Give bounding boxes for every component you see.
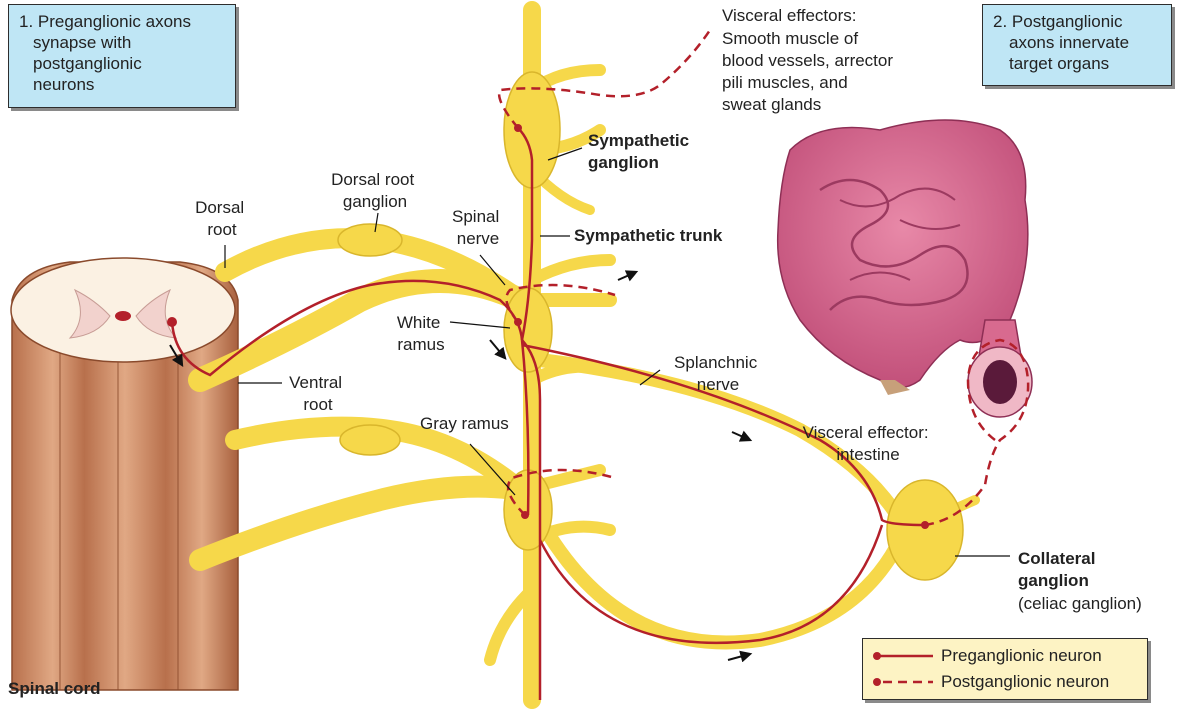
spinal-cord xyxy=(10,257,239,691)
callout-step2-line: 2. Postganglionic xyxy=(993,12,1123,31)
legend: Preganglionic neuron Postganglionic neur… xyxy=(862,638,1148,700)
legend-label-preganglionic: Preganglionic neuron xyxy=(941,646,1102,665)
label-spinal-nerve: Spinal nerve xyxy=(452,207,504,248)
dashed-line-icon xyxy=(873,678,933,686)
label-ventral-root: Ventral root xyxy=(289,373,347,414)
callout-step2: 2. Postganglionic axons innervate target… xyxy=(982,4,1172,86)
label-dorsal-root: Dorsal root xyxy=(195,198,249,239)
solid-line-icon xyxy=(873,652,933,660)
legend-label-postganglionic: Postganglionic neuron xyxy=(941,672,1110,691)
label-splanchnic-nerve: Splanchnic nerve xyxy=(674,353,762,394)
label-sympathetic-ganglion: Sympathetic ganglion xyxy=(588,131,694,172)
callout-step1-line: postganglionic xyxy=(33,54,142,73)
label-sympathetic-trunk: Sympathetic trunk xyxy=(574,226,723,245)
label-visceral-effector-intestine: Visceral effector: intestine xyxy=(803,423,934,464)
leader-lines xyxy=(224,147,1010,557)
label-spinal-cord: Spinal cord xyxy=(8,679,101,698)
label-collateral-ganglion: Collateral ganglion xyxy=(1018,549,1100,590)
callout-step1-line: neurons xyxy=(33,75,95,94)
label-white-ramus: White ramus xyxy=(397,313,445,354)
intestine xyxy=(776,119,1033,418)
preganglionic-somas xyxy=(167,317,177,327)
postganglionic-neurons xyxy=(497,29,1030,527)
callout-step1-line: synapse with xyxy=(33,33,132,52)
preganglionic-neurons xyxy=(170,127,926,700)
callout-step2-line: target organs xyxy=(1009,54,1110,73)
label-visceral-effectors: Visceral effectors: Smooth muscle of blo… xyxy=(722,6,898,114)
callout-step1-line: 1. Preganglionic axons xyxy=(19,12,192,31)
postganglionic-somas xyxy=(514,124,929,529)
label-celiac-ganglion: (celiac ganglion) xyxy=(1018,594,1142,613)
label-dorsal-root-ganglion: Dorsal root ganglion xyxy=(331,170,419,211)
callout-step2-line: axons innervate xyxy=(1009,33,1130,52)
direction-arrows xyxy=(169,270,753,663)
label-gray-ramus: Gray ramus xyxy=(420,414,509,433)
legend-item-postganglionic: Postganglionic neuron xyxy=(871,670,1109,694)
legend-item-preganglionic: Preganglionic neuron xyxy=(871,644,1102,668)
callout-step1: 1. Preganglionic axons synapse with post… xyxy=(8,4,236,108)
